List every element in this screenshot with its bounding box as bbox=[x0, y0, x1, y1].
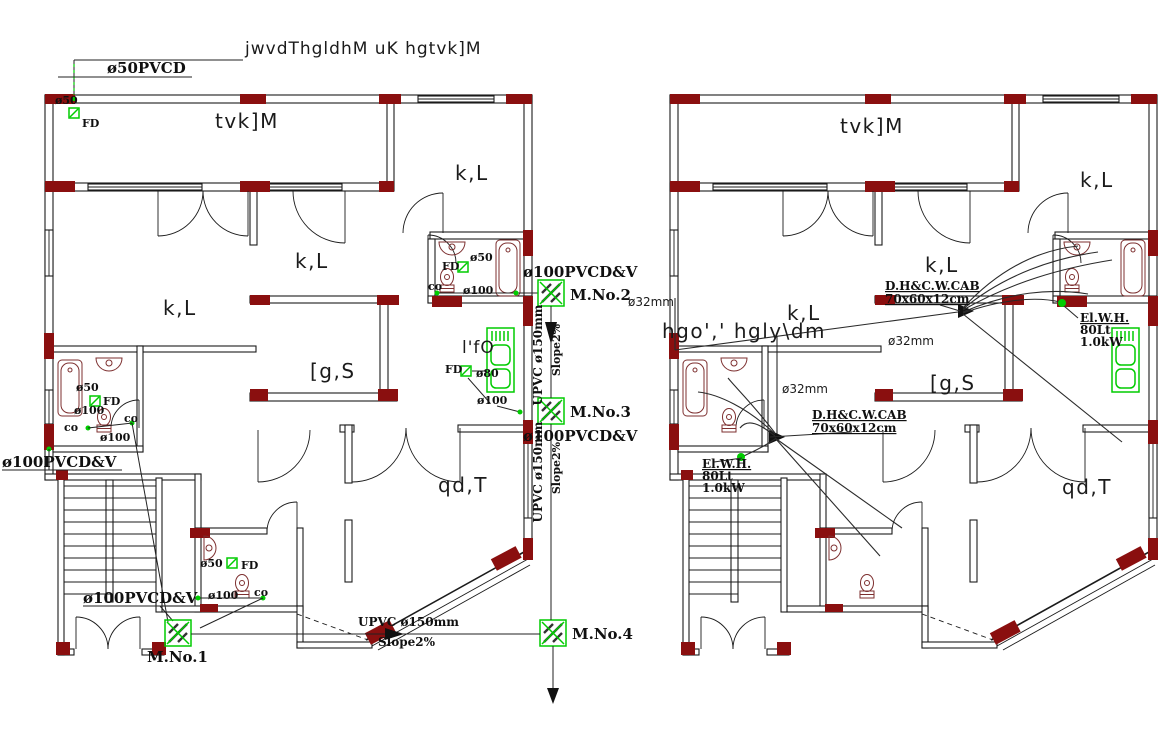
room-label-bedroom: k,L bbox=[787, 301, 821, 325]
dia100-label: ø100 bbox=[100, 431, 131, 444]
room-label-kitchen: l'fO bbox=[462, 338, 495, 358]
fd-label: FD bbox=[82, 117, 100, 130]
dia50-label: ø50 bbox=[55, 94, 78, 107]
room-label-bedroom: k,L bbox=[1080, 168, 1114, 192]
co-label: co bbox=[254, 586, 268, 599]
co-label: co bbox=[64, 421, 78, 434]
room-label-bedroom: k,L bbox=[925, 253, 959, 277]
manhole-2 bbox=[536, 278, 566, 308]
left-plan-labels: jwvdThgldhM uK hgtvk]M ø50PVCD ø50 FD tv… bbox=[2, 39, 638, 666]
co-label: co bbox=[124, 412, 138, 425]
water-heater-point bbox=[1058, 299, 1066, 307]
fd-label: FD bbox=[442, 260, 460, 273]
floor-drain-icon bbox=[457, 261, 469, 273]
heater-label: El.W.H. bbox=[702, 457, 751, 471]
cabinet-label: D.H&C.W.CAB bbox=[885, 279, 980, 293]
room-label-hall: [g,S bbox=[930, 371, 976, 395]
cabinet-label: D.H&C.W.CAB bbox=[812, 408, 907, 422]
dia50-label: ø50 bbox=[76, 381, 99, 394]
right-floor-plan: tvk]M k,L k,L k,L hgo',' hgly\dm [g,S qd… bbox=[628, 94, 1158, 655]
fd-label: FD bbox=[241, 559, 259, 572]
floor-drain-icon bbox=[460, 365, 472, 377]
manhole-3-label: M.No.3 bbox=[570, 403, 631, 421]
manhole-4-label: M.No.4 bbox=[572, 625, 633, 643]
slope-label: Slope2% bbox=[378, 635, 436, 649]
vent-pipe-label: ø50PVCD bbox=[107, 59, 186, 77]
co-label: co bbox=[428, 280, 442, 293]
drainage-network bbox=[2, 59, 568, 704]
left-floor-plan: jwvdThgldhM uK hgtvk]M ø50PVCD ø50 FD tv… bbox=[2, 39, 638, 704]
pvc100-label: ø100PVCD&V bbox=[523, 427, 638, 445]
floor-drain-icon bbox=[226, 557, 238, 569]
dia100-label: ø100 bbox=[477, 394, 508, 407]
room-label-balcony: tvk]M bbox=[215, 109, 279, 133]
room-label-bedroom: k,L bbox=[295, 249, 329, 273]
floor-drain-icon bbox=[68, 107, 80, 119]
slope-label: Slope2% bbox=[550, 441, 563, 494]
fd-label: FD bbox=[103, 395, 121, 408]
slope-label: Slope2% bbox=[550, 323, 563, 376]
right-plan-labels: tvk]M k,L k,L k,L hgo',' hgly\dm [g,S qd… bbox=[628, 114, 1129, 499]
upvc-main-label: UPVC ø150mm bbox=[531, 304, 545, 405]
pvc100-label: ø100PVCD&V bbox=[523, 263, 638, 281]
dia32-label: ø32mm bbox=[628, 295, 674, 309]
cabinet-size-label: 70x60x12cm bbox=[885, 292, 970, 306]
dia32-label: ø32mm bbox=[782, 382, 828, 396]
upvc-main-label: UPVC ø150mm bbox=[531, 421, 545, 522]
manhole-1 bbox=[163, 618, 193, 648]
heater-power-label: 1.0kW bbox=[702, 481, 745, 495]
heater-label: El.W.H. bbox=[1080, 311, 1129, 325]
water-supply-network bbox=[674, 245, 1123, 557]
manhole-4 bbox=[538, 618, 568, 648]
heater-power-label: 1.0kW bbox=[1080, 335, 1123, 349]
dia50-label: ø50 bbox=[200, 557, 223, 570]
room-label-bedroom: k,L bbox=[163, 296, 197, 320]
upvc-main-label: UPVC ø150mm bbox=[358, 615, 459, 629]
dia100-label: ø100 bbox=[74, 404, 105, 417]
manhole-2-label: M.No.2 bbox=[570, 286, 631, 304]
heater-capacity-label: 80Lt bbox=[1080, 323, 1111, 337]
dia50-label: ø50 bbox=[470, 251, 493, 264]
pvc100-label: ø100PVCD&V bbox=[2, 453, 117, 471]
fd-label: FD bbox=[445, 363, 463, 376]
dia80-label: ø80 bbox=[476, 367, 499, 380]
cabinet-size-label: 70x60x12cm bbox=[812, 421, 897, 435]
pvc100-label: ø100PVCD&V bbox=[83, 589, 198, 607]
manhole-1-label: M.No.1 bbox=[147, 648, 208, 666]
room-label-balcony: tvk]M bbox=[840, 114, 904, 138]
dia100-label: ø100 bbox=[463, 284, 494, 297]
water-heater-point bbox=[737, 453, 745, 461]
room-label-dining: qd,T bbox=[1062, 475, 1112, 499]
heater-capacity-label: 80Lt bbox=[702, 469, 733, 483]
room-label-dining: qd,T bbox=[438, 473, 488, 497]
dia100-label: ø100 bbox=[208, 589, 239, 602]
room-label-bedroom: k,L bbox=[455, 161, 489, 185]
room-label-reception: hgo',' hgly\dm bbox=[662, 319, 826, 343]
dia32-label: ø32mm bbox=[888, 334, 934, 348]
vent-leader-note: jwvdThgldhM uK hgtvk]M bbox=[244, 39, 482, 59]
room-label-hall: [g,S bbox=[310, 359, 356, 383]
